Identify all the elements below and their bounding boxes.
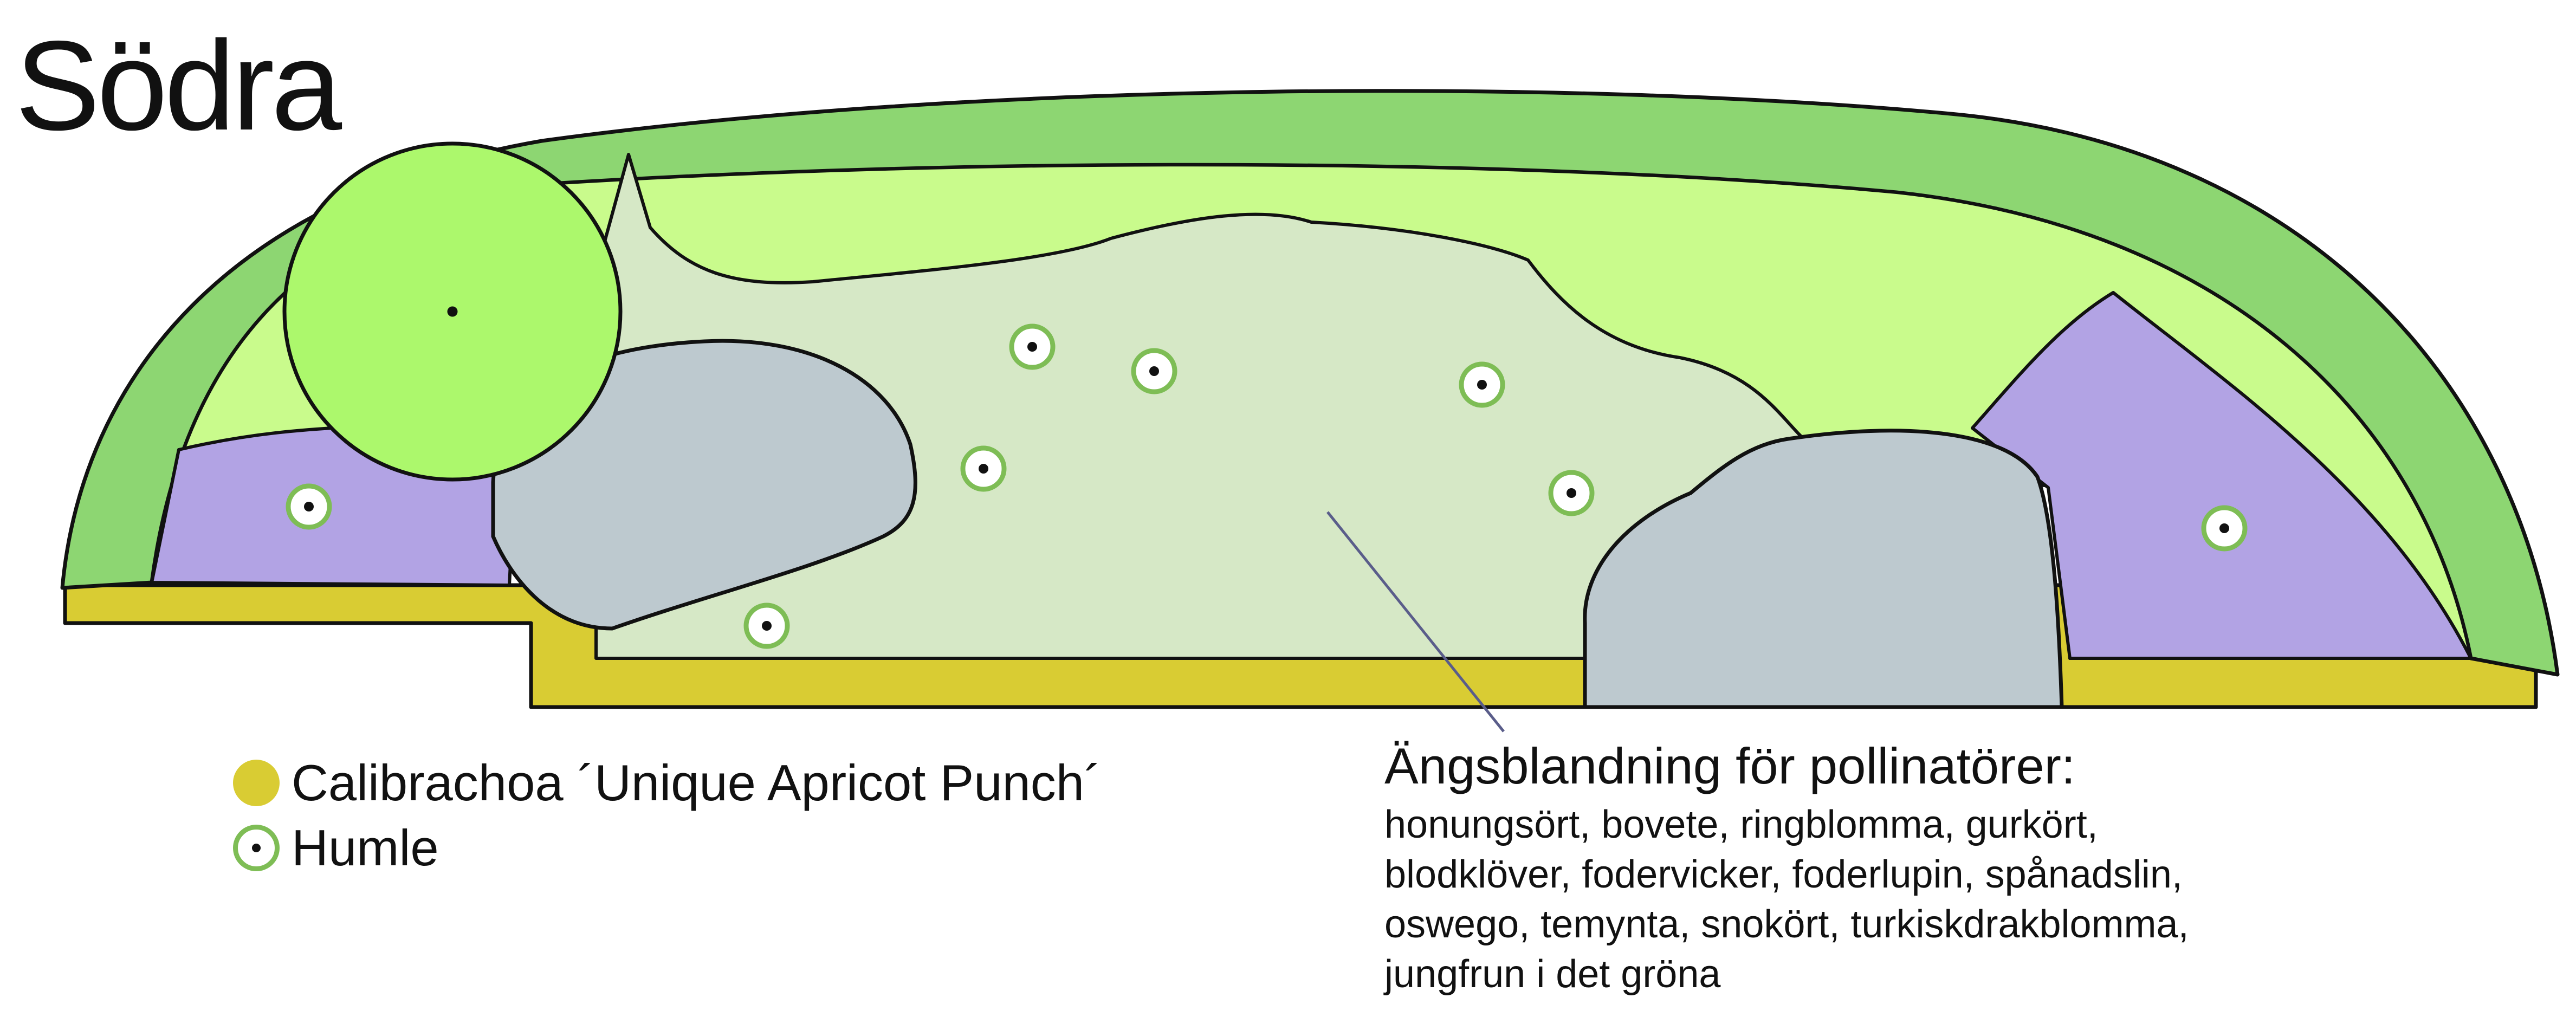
tree-trunk-marker: [447, 306, 458, 317]
legend-label-calibrachoa: Calibrachoa ´Unique Apricot Punch´: [292, 754, 1102, 811]
hop-marker-dot: [979, 464, 988, 474]
hop-marker-icon: [233, 825, 280, 871]
legend-label-humle: Humle: [292, 819, 439, 876]
page-title: Södra: [15, 14, 342, 157]
legend-item-humle: Humle: [233, 815, 1101, 880]
rock-right: [1583, 429, 2064, 709]
hop-marker-dot: [1477, 380, 1487, 390]
meadow-mix-line: jungfrun i det gröna: [1384, 953, 1721, 996]
hop-marker-dot: [1027, 342, 1037, 352]
lavender-bed-right: [1971, 291, 2473, 660]
meadow-mix-heading: Ängsblandning för pollinatörer:: [1384, 737, 2076, 794]
hop-marker-dot: [304, 502, 314, 511]
meadow-mix-note: Ängsblandning för pollinatörer: honungsö…: [1384, 737, 2522, 999]
rock-left: [491, 339, 917, 631]
legend-item-calibrachoa: Calibrachoa ´Unique Apricot Punch´: [233, 750, 1101, 815]
meadow-mix-line: honungsört, bovete, ringblomma, gurkört,: [1384, 803, 2098, 847]
meadow-mix-line: blodklöver, fodervicker, foderlupin, spå…: [1384, 853, 2183, 897]
meadow-area: [573, 153, 1925, 660]
hop-marker-dot: [1149, 366, 1159, 376]
hop-marker-dot: [2219, 523, 2229, 533]
meadow-pointer-line: [1326, 511, 1505, 733]
yellow-circle-icon: [233, 760, 280, 806]
hop-marker-dot: [762, 621, 772, 631]
hop-marker-dot: [1567, 488, 1576, 498]
hop-markers: [286, 323, 2248, 649]
legend: Calibrachoa ´Unique Apricot Punch´ Humle: [233, 750, 1101, 880]
meadow-mix-line: oswego, temynta, snokört, turkiskdrakblo…: [1384, 903, 2189, 947]
